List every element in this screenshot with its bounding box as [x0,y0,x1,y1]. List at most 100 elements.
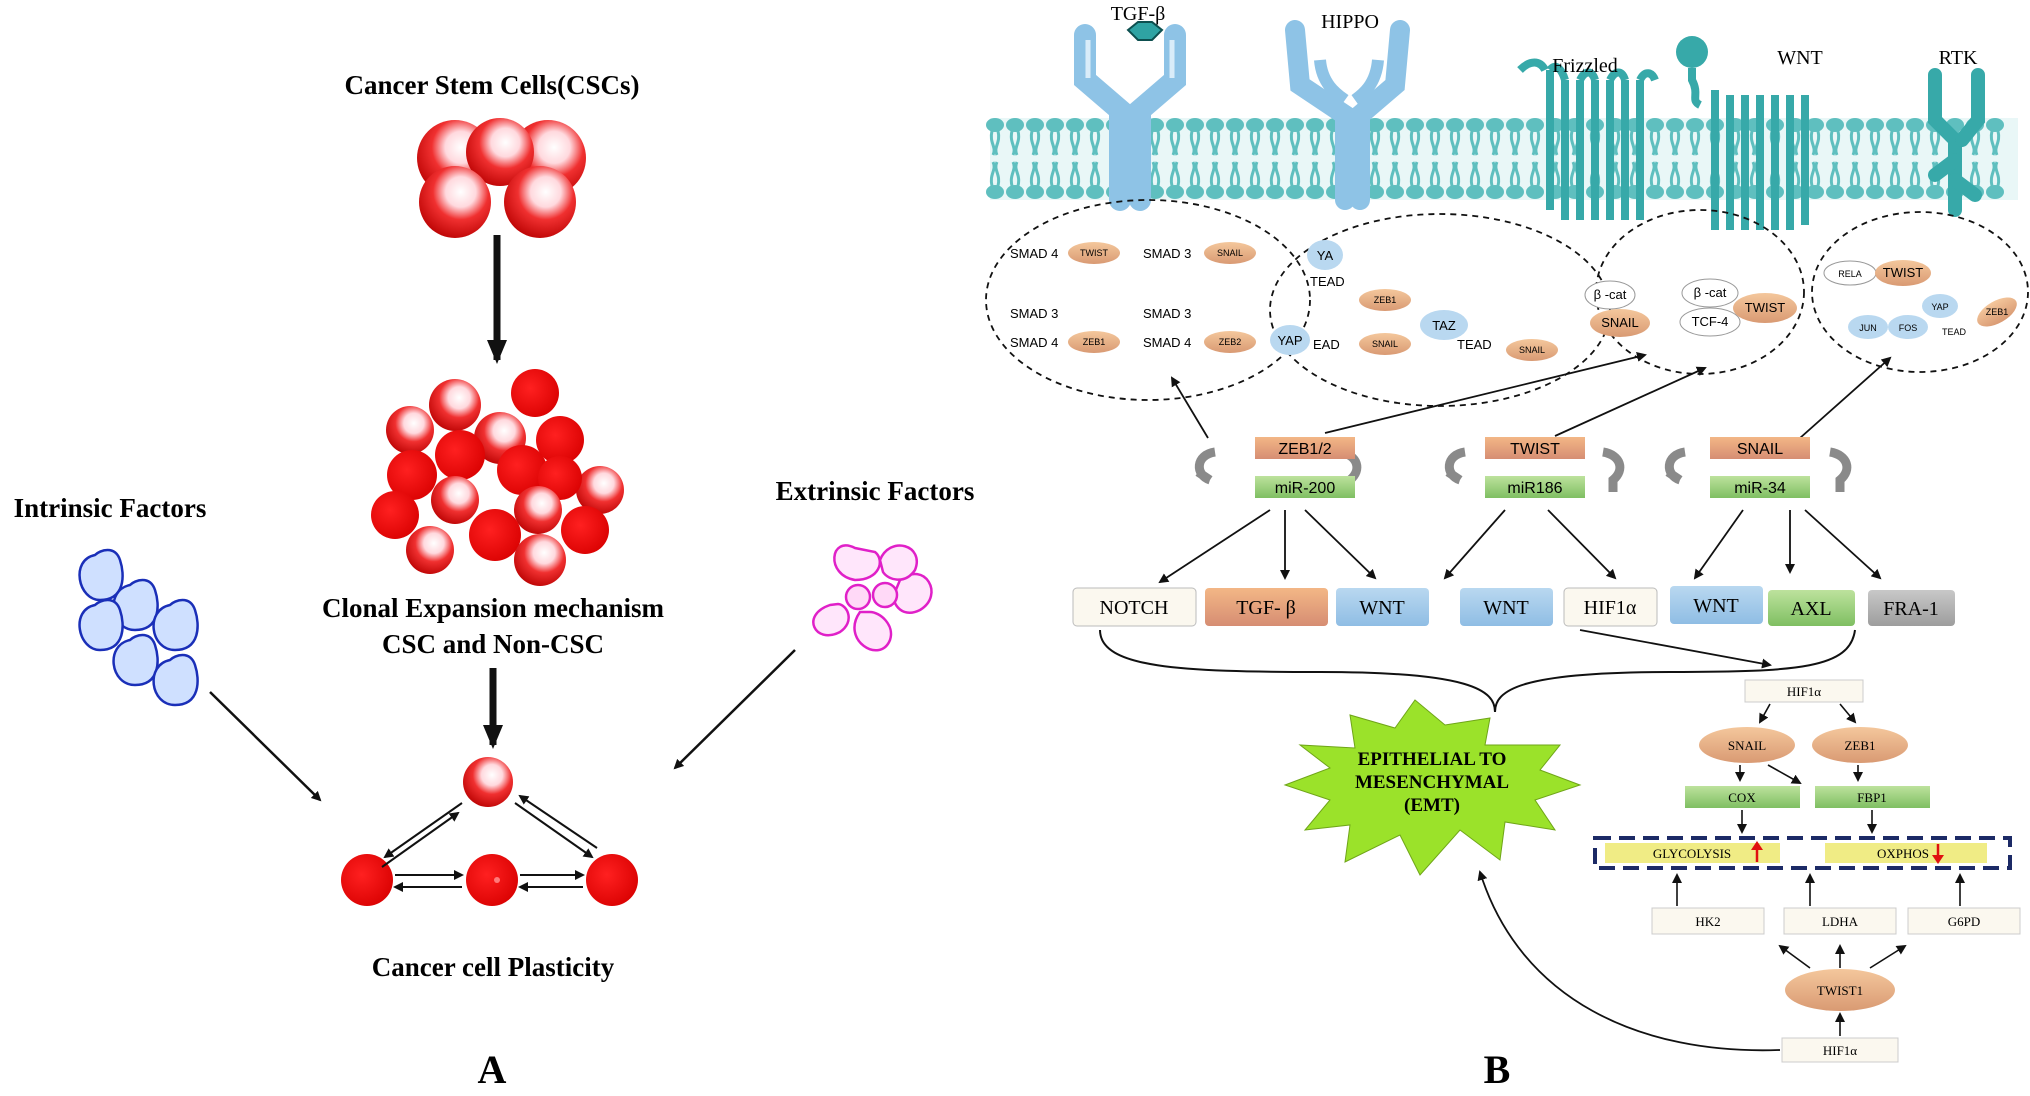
ldha-label: LDHA [1822,914,1859,929]
tgfb-receptor-label: TGF-β [1111,3,1166,25]
hk2-label: HK2 [1695,914,1720,929]
mir34-label: miR-34 [1734,480,1786,497]
zeb1-label: ZEB1 [1986,307,2009,317]
jun-label: JUN [1859,323,1877,333]
rtk-receptor [1928,68,1985,217]
arrow-extrinsic [673,649,796,770]
ya-label: YA [1317,248,1334,263]
mir200-label: miR-200 [1275,480,1336,497]
metabolism-pathways-outline [1593,836,2012,870]
hif1a-bottom-label: HIF1α [1823,1043,1857,1058]
tgfb-target-label: TGF- β [1236,597,1296,619]
zeb2-label: ZEB2 [1219,337,1242,347]
arrow-intrinsic [209,691,322,802]
extrinsic-factors-icon [812,544,933,652]
twist-label: TWIST [1080,248,1108,258]
tead-label: TEAD [1310,274,1345,289]
frizzled-receptor [1517,58,1659,220]
intrinsic-factors-icon [78,548,199,707]
oxphos-label: OXPHOS [1877,846,1929,861]
cox-label: COX [1728,790,1756,805]
fos-label: FOS [1899,323,1918,333]
wnt-target-label: WNT [1693,595,1739,617]
zeb1-label: ZEB1 [1374,295,1397,305]
twist-label: TWIST [1883,265,1923,280]
emt-label-line3: (EMT) [1404,795,1460,816]
intrinsic-factors-label: Intrinsic Factors [14,493,207,523]
clonal-label-line1: Clonal Expansion mechanism [322,593,665,623]
emt-label-line2: MESENCHYMAL [1355,772,1509,793]
feedback-arrows [1170,352,1892,439]
snail-label: SNAIL [1601,315,1639,330]
axl-label: AXL [1790,598,1831,620]
hif1a-target-label: HIF1α [1584,597,1637,619]
frizzled-receptor-label: Frizzled [1552,55,1618,77]
fbp1-label: FBP1 [1857,790,1887,805]
smad3-label: SMAD 3 [1143,306,1191,321]
cluster-hippo: YA TEAD ZEB1 TAZ YAP EAD SNAIL TEAD SNAI… [1270,240,1558,361]
plasticity-arrows [381,794,598,892]
snail-metab-label: SNAIL [1728,738,1766,753]
smad4-label: SMAD 4 [1010,335,1058,350]
tgfb-receptor [1074,21,1186,211]
hif1a-to-metabolism-arrow [1579,629,1772,669]
rtk-receptor-label: RTK [1939,47,1978,69]
extrinsic-factors-label: Extrinsic Factors [776,476,975,506]
oxphos-down-arrow [1932,844,1944,864]
wnt-target-label: WNT [1359,597,1405,619]
cluster-tgfb: SMAD 4 TWIST SMAD 3 SNAIL SMAD 3 SMAD 3 … [1010,242,1256,353]
snail-label: SNAIL [1519,345,1545,355]
mirna-pairs: ZEB1/2 miR-200 TWIST miR186 SNAIL miR-34 [1194,437,1852,498]
g6pd-label: G6PD [1948,914,1981,929]
smad4-label: SMAD 4 [1010,246,1058,261]
panel-a-letter: A [478,1047,507,1092]
glycolysis-up-arrow [1751,841,1763,862]
zeb1-metab-label: ZEB1 [1844,738,1875,753]
tead-label: TEAD [1942,327,1967,337]
hippo-receptor-label: HIPPO [1321,11,1379,33]
cluster-rtk: RELA TWIST YAP JUN FOS TEAD ZEB1 [1823,260,2017,339]
clonal-label-line2: CSC and Non-CSC [382,629,604,659]
yap-label: YAP [1277,333,1302,348]
mir186-label: miR186 [1507,480,1562,497]
hippo-receptor [1285,20,1410,210]
hif1a-top-label: HIF1α [1787,684,1821,699]
smad3-label: SMAD 3 [1143,246,1191,261]
cluster-wnt: β -cat SNAIL β -cat TCF-4 TWIST [1584,278,1797,337]
rela-label: RELA [1838,269,1862,279]
clonal-cluster [371,369,624,586]
csc-title: Cancer Stem Cells(CSCs) [345,70,640,100]
tead-label: TEAD [1457,337,1492,352]
snail-label: SNAIL [1217,248,1243,258]
twist-label: TWIST [1745,300,1785,315]
emt-star: EPITHELIAL TO MESENCHYMAL (EMT) [1283,699,1582,876]
zeb12-label: ZEB1/2 [1278,441,1331,458]
snail-mirna-label: SNAIL [1737,441,1783,458]
panel-b: TGF-β HIPPO Frizzled WNT [985,3,2029,1092]
csc-cluster [417,118,586,238]
target-brace [1099,629,1856,713]
panel-b-letter: B [1484,1047,1511,1092]
panel-a: Cancer Stem Cells(CSCs) [14,70,975,1092]
notch-label: NOTCH [1100,597,1169,619]
target-boxes: NOTCH TGF- β WNT WNT HIF1α WNT AXL FRA-1 [1072,586,1955,627]
wnt-target-label: WNT [1483,597,1529,619]
metabolism-module: HIF1α SNAIL ZEB1 COX FBP1 [1593,679,2021,1063]
plasticity-label: Cancer cell Plasticity [372,952,615,982]
plasticity-cells [341,757,638,906]
wnt-receptor [1676,36,1809,230]
hif1a-to-emt-arrow [1477,870,1781,1052]
fra1-label: FRA-1 [1883,598,1939,620]
taz-label: TAZ [1432,318,1456,333]
beta-catenin-label: β -cat [1594,287,1627,302]
wnt-receptor-label: WNT [1777,47,1823,69]
twist1-label: TWIST1 [1817,983,1863,998]
emt-label-line1: EPITHELIAL TO [1358,749,1507,770]
zeb1-label: ZEB1 [1083,337,1106,347]
yap-label: YAP [1931,302,1948,312]
ead-label: EAD [1313,337,1340,352]
tcf4-label: TCF-4 [1692,314,1729,329]
beta-catenin-label: β -cat [1694,285,1727,300]
snail-label: SNAIL [1372,339,1398,349]
